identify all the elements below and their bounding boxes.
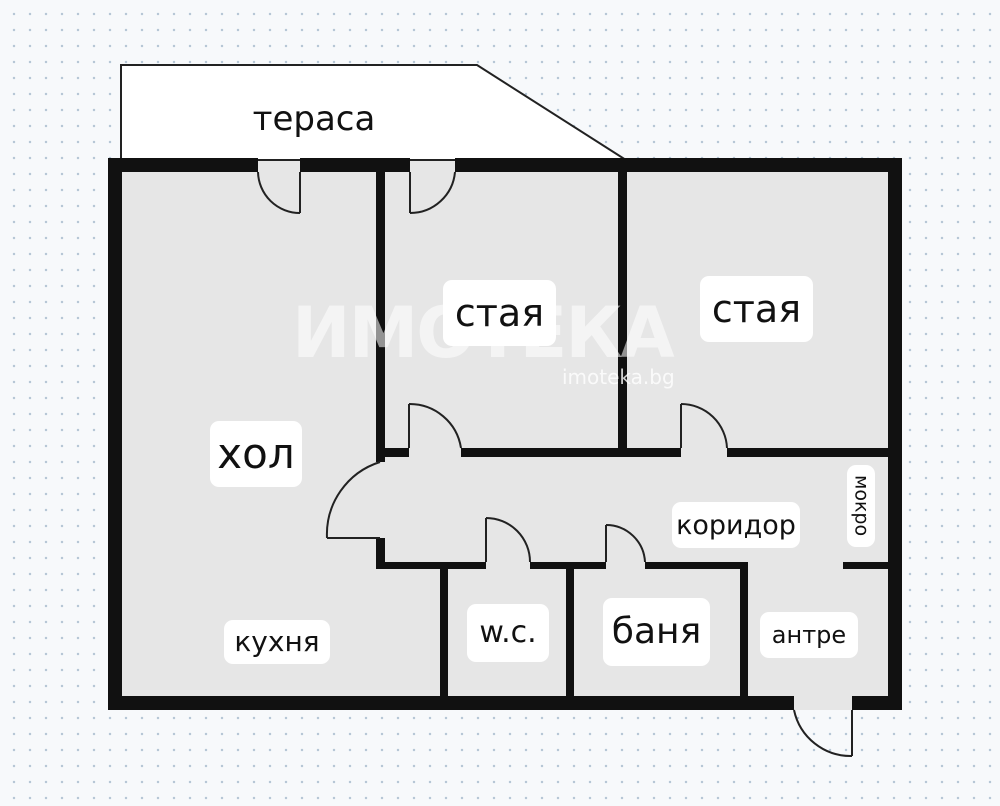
label-corridor: коридор xyxy=(672,502,800,548)
label-bathroom: баня xyxy=(603,598,710,666)
outer-wall-bottom-right xyxy=(852,696,902,710)
wall-bath-entrance xyxy=(740,562,748,696)
wall-room1-bottom-a xyxy=(376,448,409,457)
wall-wc-bath xyxy=(566,562,574,696)
label-wc: w.c. xyxy=(467,604,549,662)
wall-room2-bottom xyxy=(727,448,888,457)
label-entrance: антре xyxy=(760,612,858,658)
walls xyxy=(108,158,902,710)
label-kitchen: кухня xyxy=(224,620,330,664)
wall-corridor-bottom-c xyxy=(645,562,748,569)
label-wet-area: мокро xyxy=(847,465,875,547)
outer-wall-left xyxy=(108,158,122,710)
wall-kitchen-wc xyxy=(440,562,448,696)
doors xyxy=(257,171,853,758)
wall-corridor-left-top xyxy=(376,454,385,462)
label-room-1: стая xyxy=(443,280,556,346)
wall-wet-stub xyxy=(843,562,888,569)
outer-wall-right xyxy=(888,158,902,710)
outer-wall-bottom-left xyxy=(108,696,794,710)
outer-wall-top-right xyxy=(455,158,902,172)
wall-living-rooms xyxy=(376,172,385,454)
label-room-2: стая xyxy=(700,276,813,342)
wall-room1-bottom-b xyxy=(461,448,681,457)
outer-wall-top-mid xyxy=(300,158,410,172)
wall-corridor-left-bottom xyxy=(376,538,385,569)
outer-wall-top-left xyxy=(108,158,258,172)
wall-corridor-bottom-a xyxy=(376,562,486,569)
watermark-url: imoteka.bg xyxy=(562,365,675,389)
wall-rooms-divider xyxy=(618,172,627,454)
label-terrace: тераса xyxy=(236,94,392,144)
label-living-room: хол xyxy=(210,421,302,487)
